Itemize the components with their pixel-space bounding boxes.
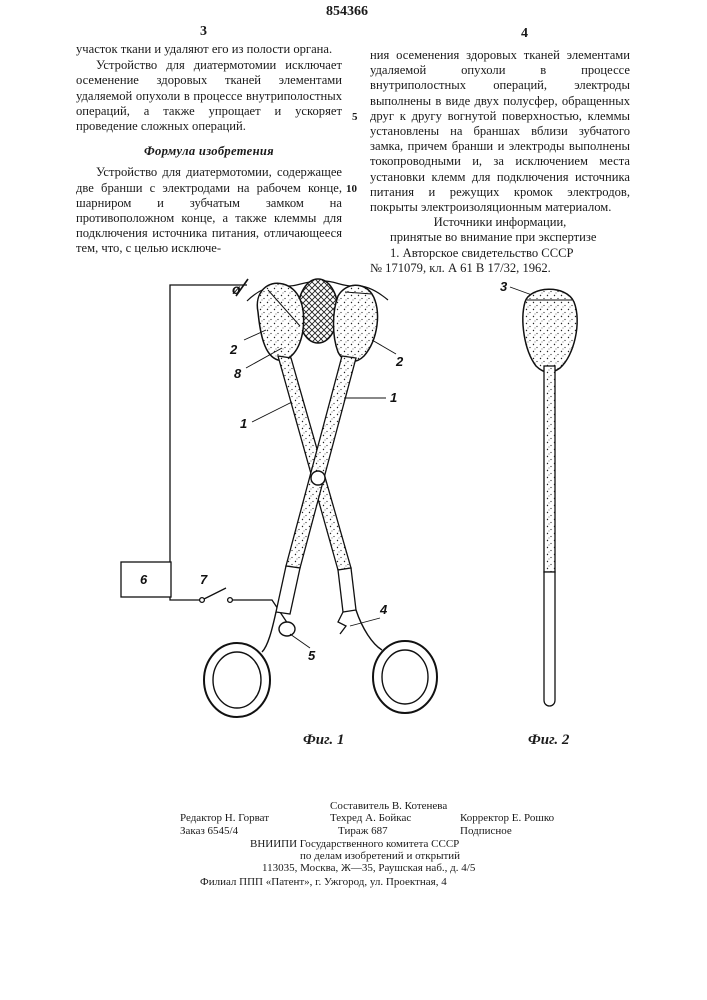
label-1-right: 1 [390, 390, 397, 405]
imprint-address: 113035, Москва, Ж—35, Раушская наб., д. … [262, 862, 475, 875]
imprint-corrector: Корректор Е. Рошко [460, 812, 554, 825]
fig2-electrode [523, 289, 577, 372]
left-finger-ring [204, 643, 270, 717]
imprint-subscription: Подписное [460, 825, 512, 838]
switch-7 [200, 588, 233, 602]
ratchet-lock [338, 612, 346, 634]
label-2-right: 2 [395, 354, 404, 369]
imprint-order: Заказ 6545/4 [180, 825, 238, 838]
label-6: 6 [140, 572, 148, 587]
label-1-left: 1 [240, 416, 247, 431]
label-7: 7 [200, 572, 208, 587]
clamp-terminal [279, 622, 295, 636]
imprint-org-2: по делам изобретений и открытий [300, 850, 460, 863]
imprint-editor: Редактор Н. Горват [180, 812, 269, 825]
label-4: 4 [379, 602, 388, 617]
imprint-compiler: Составитель В. Котенева [330, 800, 447, 813]
imprint-circulation: Тираж 687 [338, 825, 388, 838]
imprint-org-1: ВНИИПИ Государственного комитета СССР [250, 838, 459, 851]
branch-right-lower [276, 566, 300, 614]
label-8: 8 [234, 366, 242, 381]
hinge [311, 471, 325, 485]
label-phi: ø [232, 281, 241, 297]
fig2-shaft-insulated [544, 366, 555, 572]
label-5: 5 [308, 648, 316, 663]
label-3: 3 [500, 279, 508, 294]
tumor [298, 279, 338, 343]
fig2-shaft-bare [544, 572, 555, 706]
imprint-branch: Филиал ППП «Патент», г. Ужгород, ул. Про… [200, 876, 447, 889]
right-electrode [334, 285, 378, 361]
branch-left-lower [338, 568, 356, 612]
figure-2-caption: Фиг. 2 [528, 732, 569, 749]
figure-1-caption: Фиг. 1 [303, 732, 344, 749]
imprint-techred: Техред А. Бойкас [330, 812, 411, 825]
label-2-left: 2 [229, 342, 238, 357]
